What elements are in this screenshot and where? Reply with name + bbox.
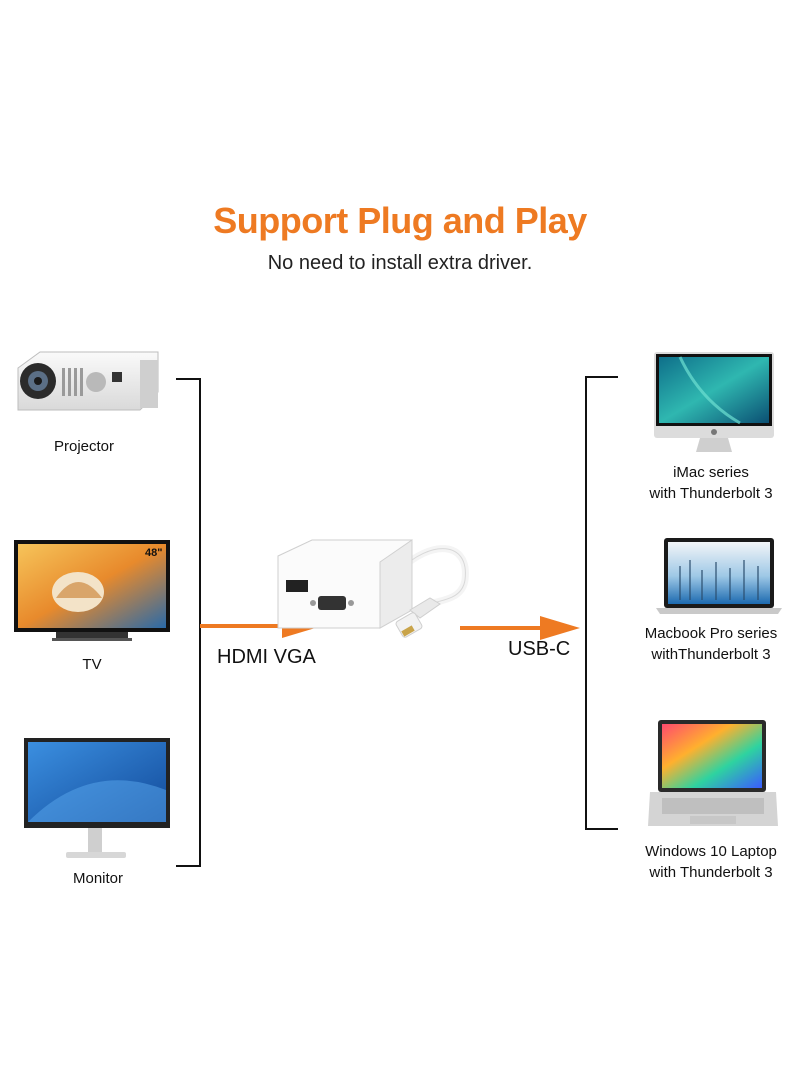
- device-label-projector: Projector: [53, 438, 115, 455]
- device-label-imac-line2: with Thunderbolt 3: [649, 485, 773, 502]
- device-label-imac: iMac series with Thunderbolt 3: [626, 462, 796, 504]
- usb-c-adapter-icon: [277, 539, 469, 638]
- device-label-windows-laptop: Windows 10 Laptop with Thunderbolt 3: [626, 841, 796, 883]
- usb-c-arrow: [460, 616, 580, 640]
- imac-icon: [654, 352, 774, 452]
- laptop-icon: [648, 720, 778, 826]
- macbook-icon: [656, 538, 782, 614]
- projector-icon: [17, 351, 159, 411]
- page-subtitle: No need to install extra driver.: [267, 252, 533, 274]
- connection-label-hdmi-vga: HDMI VGA: [217, 646, 316, 668]
- left-bracket: [176, 378, 201, 867]
- device-label-macbook-line2: withThunderbolt 3: [651, 646, 771, 663]
- device-label-tv: TV: [82, 656, 102, 673]
- right-bracket: [585, 376, 618, 830]
- svg-text:48": 48": [145, 547, 162, 559]
- device-label-monitor: Monitor: [72, 870, 124, 887]
- device-label-windows-line2: with Thunderbolt 3: [649, 864, 773, 881]
- device-label-windows-line1: Windows 10 Laptop: [645, 843, 777, 860]
- device-label-macbook: Macbook Pro series withThunderbolt 3: [626, 623, 796, 665]
- device-label-macbook-line1: Macbook Pro series: [644, 625, 778, 642]
- monitor-icon: [24, 738, 170, 858]
- page-title: Support Plug and Play: [213, 200, 587, 241]
- tv-icon: 48": [14, 540, 170, 641]
- connection-label-usb-c: USB-C: [508, 638, 571, 660]
- device-label-imac-line1: iMac series: [673, 464, 749, 481]
